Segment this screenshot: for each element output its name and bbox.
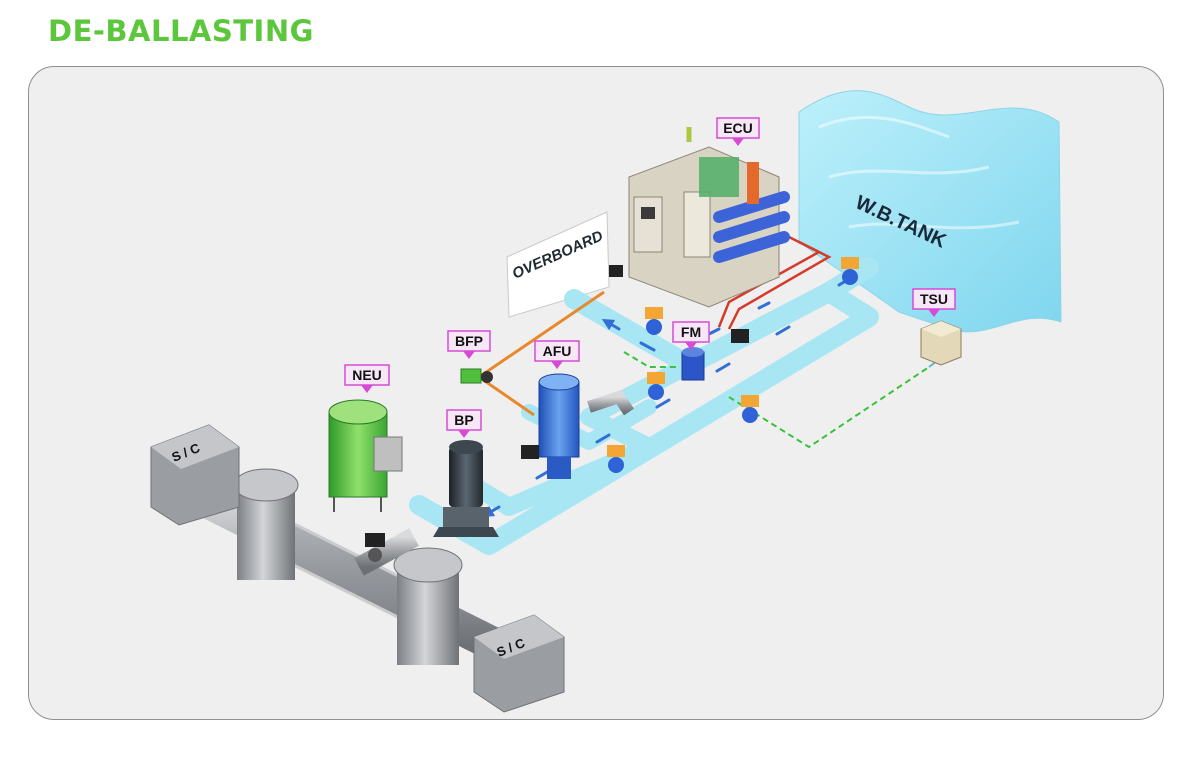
callout-bfp-label: BFP <box>455 333 483 349</box>
bfp-line <box>478 290 605 417</box>
callout-neu-label: NEU <box>352 367 382 383</box>
callout-tsu: TSU <box>912 288 956 317</box>
callout-bfp: BFP <box>447 330 491 359</box>
sea-chest-assembly: S / C S / C <box>150 424 565 713</box>
callout-neu: NEU <box>344 364 390 393</box>
diagram-panel: W.B.TANK OVERBOARD <box>28 66 1164 720</box>
page-title: DE-BALLASTING <box>48 14 314 48</box>
callout-tsu-label: TSU <box>920 291 948 307</box>
valve-icon <box>607 445 625 473</box>
valve-icon <box>609 265 623 277</box>
water-pipe-network <box>409 257 879 555</box>
callout-bp-label: BP <box>454 412 473 428</box>
valves <box>365 257 859 562</box>
ecu-unit <box>628 127 790 308</box>
valve-icon <box>521 445 539 459</box>
callout-fm: FM <box>672 321 710 350</box>
flow-meter <box>681 347 705 381</box>
valve-icon <box>645 307 663 335</box>
callout-fm-label: FM <box>681 324 701 340</box>
afu-filter <box>538 373 634 479</box>
ballast-pump <box>433 440 499 537</box>
deballasting-diagram: W.B.TANK OVERBOARD <box>150 90 1062 713</box>
tsu-unit <box>920 320 962 366</box>
valve-icon <box>731 329 749 343</box>
bfp-unit <box>460 368 493 384</box>
valve-icon <box>365 533 385 562</box>
valve-icon <box>741 395 759 423</box>
sea-chest-left: S / C <box>150 424 240 526</box>
valve-icon <box>647 372 665 400</box>
callout-afu-label: AFU <box>543 343 572 359</box>
sea-chest-right: S / C <box>473 614 565 713</box>
callout-afu: AFU <box>534 340 580 369</box>
valve-icon <box>841 257 859 285</box>
neu-unit <box>328 399 403 512</box>
callout-ecu-label: ECU <box>723 120 753 136</box>
callout-bp: BP <box>446 409 482 438</box>
callout-ecu: ECU <box>716 117 760 146</box>
